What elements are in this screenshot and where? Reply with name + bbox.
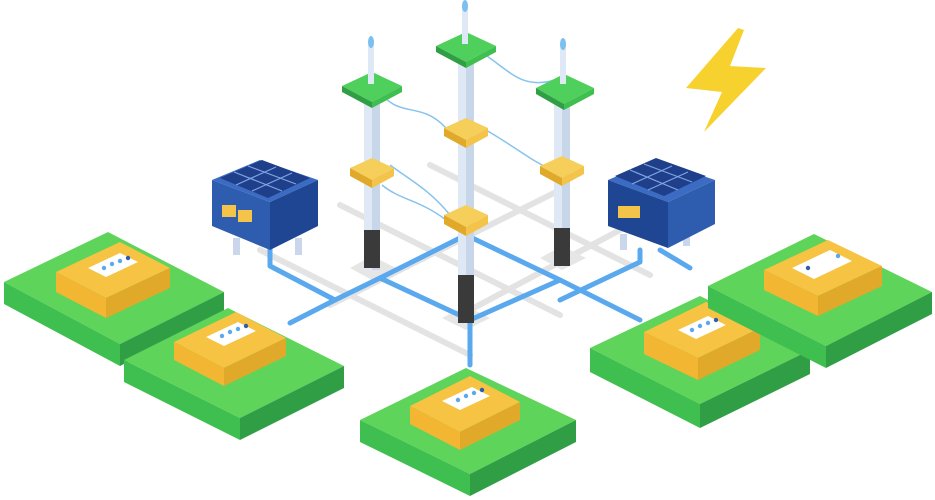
battery-unit-icon <box>764 240 882 316</box>
battery-unit-icon <box>56 242 170 318</box>
wind-turbine-right <box>536 38 594 266</box>
battery-unit-icon <box>174 312 286 386</box>
grass-tile-far-left <box>4 232 224 366</box>
wind-turbine-center <box>436 0 496 323</box>
wind-turbine-left <box>342 36 402 270</box>
grass-tile-far-right <box>708 234 932 368</box>
floor-grid <box>257 162 653 358</box>
grass-tile-left <box>124 308 344 440</box>
lightning-bolt-icon <box>686 28 766 132</box>
grass-tile-center <box>360 368 576 496</box>
solar-panel-icon <box>220 160 310 198</box>
solar-panel-icon <box>615 158 706 196</box>
solar-battery-unit-right <box>608 158 715 250</box>
battery-unit-icon <box>410 376 520 450</box>
solar-battery-unit-left <box>212 160 318 255</box>
